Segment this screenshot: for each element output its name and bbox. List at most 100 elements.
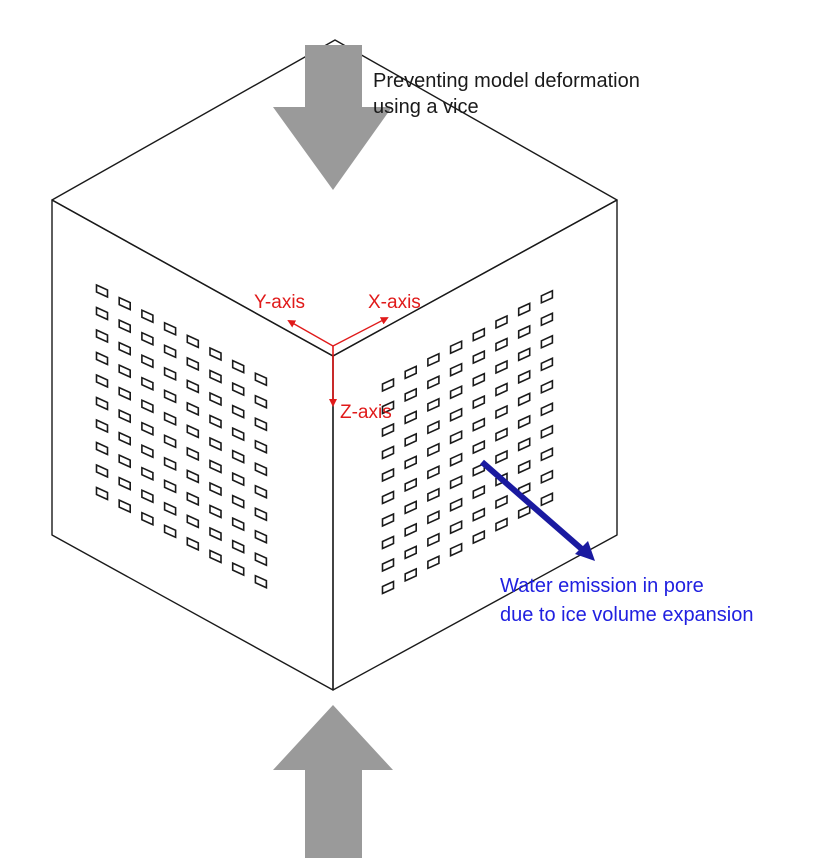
pore bbox=[517, 459, 531, 475]
pore bbox=[186, 446, 200, 462]
pore bbox=[404, 432, 418, 448]
y-axis-label: Y-axis bbox=[254, 292, 305, 313]
water-label-line2: due to ice volume expansion bbox=[500, 604, 754, 626]
pore bbox=[186, 356, 200, 372]
pore bbox=[495, 359, 508, 375]
pore bbox=[231, 561, 245, 577]
pore bbox=[141, 353, 154, 369]
pore bbox=[141, 443, 154, 459]
pore bbox=[118, 318, 131, 334]
pore bbox=[449, 384, 463, 400]
cube-right-face bbox=[332, 199, 618, 691]
water-label-line1: Water emission in pore bbox=[500, 575, 704, 597]
pore-grid-left-face bbox=[95, 283, 268, 589]
pore bbox=[163, 321, 177, 337]
vice-arrow-top bbox=[273, 45, 392, 190]
pore bbox=[163, 366, 177, 382]
pore bbox=[209, 481, 222, 497]
pore bbox=[427, 465, 440, 480]
pore bbox=[254, 506, 268, 522]
pore bbox=[254, 461, 268, 477]
pore bbox=[95, 486, 109, 501]
pore bbox=[427, 420, 440, 435]
pore bbox=[163, 479, 177, 494]
pore bbox=[517, 392, 531, 407]
pore bbox=[472, 529, 486, 545]
pore bbox=[186, 424, 200, 439]
pore bbox=[540, 334, 554, 350]
pore bbox=[95, 328, 109, 344]
pore bbox=[495, 404, 508, 420]
pore bbox=[517, 324, 531, 340]
pore bbox=[141, 421, 154, 436]
pore bbox=[118, 453, 131, 469]
vice-arrow-bottom bbox=[273, 705, 393, 858]
pore bbox=[209, 526, 222, 542]
pore bbox=[95, 373, 109, 389]
pore bbox=[449, 429, 463, 445]
pore bbox=[231, 359, 245, 374]
pore bbox=[209, 549, 222, 564]
cube bbox=[51, 39, 618, 691]
pore bbox=[231, 516, 245, 532]
pore bbox=[449, 474, 463, 490]
pore bbox=[472, 507, 486, 522]
pore bbox=[231, 449, 245, 464]
pore bbox=[95, 441, 109, 456]
pore bbox=[95, 351, 109, 366]
pore bbox=[540, 357, 554, 372]
pore bbox=[472, 417, 486, 432]
pore bbox=[381, 445, 395, 460]
pore bbox=[141, 511, 154, 526]
pore bbox=[404, 500, 418, 515]
pore bbox=[540, 289, 554, 305]
z-axis-label: Z-axis bbox=[340, 402, 392, 423]
pore bbox=[472, 372, 486, 387]
pore bbox=[449, 497, 463, 512]
pore bbox=[495, 427, 508, 442]
pore bbox=[472, 439, 486, 455]
pore bbox=[254, 371, 268, 387]
pore bbox=[381, 377, 395, 393]
pore bbox=[118, 296, 131, 311]
pore bbox=[381, 467, 395, 483]
pore bbox=[141, 466, 154, 481]
pore bbox=[231, 404, 245, 419]
pore bbox=[186, 536, 200, 552]
pore bbox=[254, 574, 268, 589]
pore bbox=[404, 567, 418, 583]
pore bbox=[472, 327, 486, 342]
pore bbox=[186, 469, 200, 484]
pore bbox=[517, 369, 531, 385]
pore bbox=[472, 484, 486, 500]
pore bbox=[141, 488, 154, 504]
pore bbox=[472, 349, 486, 365]
pore bbox=[141, 376, 154, 391]
pore bbox=[254, 439, 268, 454]
pore bbox=[495, 517, 508, 532]
pore bbox=[540, 312, 554, 327]
pore bbox=[517, 414, 531, 430]
pore bbox=[404, 522, 418, 538]
pore bbox=[209, 459, 222, 474]
pore bbox=[381, 490, 395, 505]
pore bbox=[163, 501, 177, 517]
pore-grid-right-face bbox=[381, 289, 554, 595]
vice-label-line1: Preventing model deformation bbox=[373, 70, 640, 92]
pore bbox=[209, 369, 222, 384]
pore bbox=[427, 487, 440, 503]
pore bbox=[517, 504, 531, 520]
pore bbox=[186, 491, 200, 507]
pore bbox=[209, 504, 222, 519]
pore bbox=[118, 498, 131, 514]
pore bbox=[118, 386, 131, 401]
pore bbox=[404, 545, 418, 560]
pore bbox=[163, 411, 177, 427]
pore bbox=[381, 535, 395, 550]
pore bbox=[141, 308, 154, 324]
pore bbox=[427, 532, 440, 548]
pore bbox=[427, 352, 440, 368]
pore bbox=[404, 365, 418, 380]
pore bbox=[254, 484, 268, 499]
